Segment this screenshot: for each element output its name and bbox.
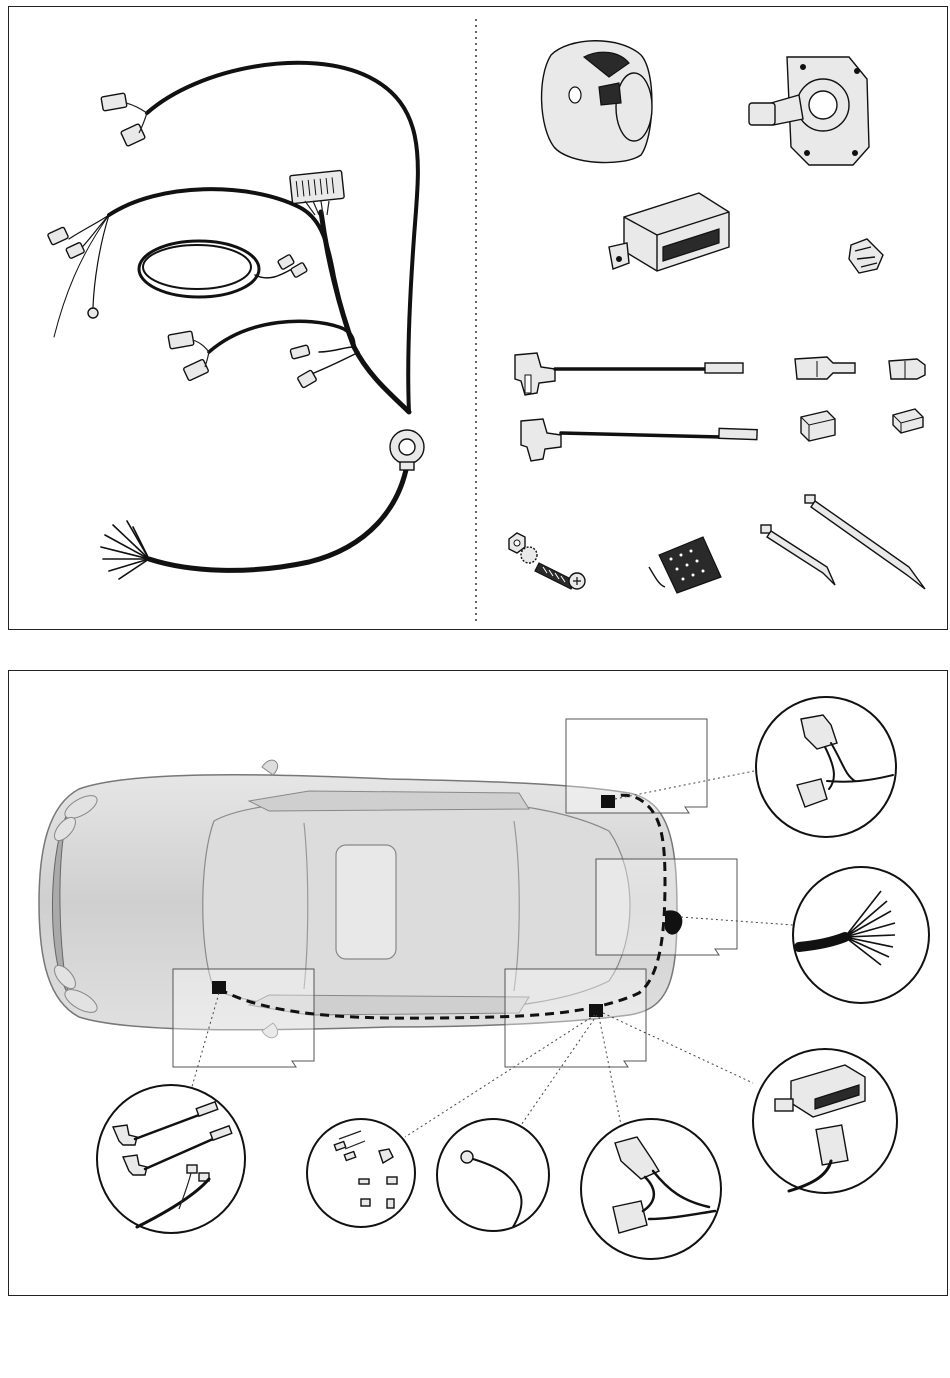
sunroof <box>336 845 396 959</box>
kit-contents-panel <box>8 6 948 630</box>
bolt-nut-washer <box>509 533 585 589</box>
cable-tie-long <box>805 495 925 589</box>
grommet <box>390 430 424 470</box>
junction-front <box>212 981 226 994</box>
adhesive-pad <box>649 537 721 593</box>
mirror-left <box>262 760 278 775</box>
kit-contents-drawing <box>9 7 949 631</box>
fuse-tap-cable-2 <box>521 419 757 461</box>
fuse-tap-cable-1 <box>515 353 743 395</box>
clip-bundle <box>849 239 883 273</box>
square-connector-2 <box>893 409 923 433</box>
bubble-tail-light-connectors <box>581 1119 721 1259</box>
connector-pair-left <box>47 227 98 318</box>
installation-panel <box>8 670 948 1296</box>
junction-rear-right <box>589 1004 603 1017</box>
connector-pair-middle <box>168 331 317 388</box>
connector-pair-top <box>101 93 147 146</box>
13-pin-socket <box>542 41 652 163</box>
bubble-rear-socket-wires <box>793 867 929 1003</box>
bubble-splice-connectors <box>307 1119 415 1227</box>
frame-rear-right <box>505 969 646 1067</box>
ring-terminal <box>88 308 98 318</box>
control-module <box>609 193 729 271</box>
bullet-connector <box>889 359 925 379</box>
frame-rear <box>596 859 737 955</box>
cable-tie-short <box>761 525 835 585</box>
junction-rear-left <box>601 795 615 808</box>
main-wiring-harness <box>54 63 418 571</box>
spade-connector <box>795 357 855 379</box>
open-wire-ends <box>101 521 149 579</box>
bubble-rear-connectors <box>756 697 896 837</box>
bubble-ground-eyelet <box>437 1119 549 1231</box>
bubble-front-fuse-taps <box>97 1085 245 1233</box>
square-connector-1 <box>801 411 835 441</box>
socket-mounting-plate <box>749 57 869 165</box>
frame-front <box>173 969 314 1067</box>
installation-drawing <box>9 671 949 1297</box>
bubble-module-connection <box>753 1049 897 1193</box>
